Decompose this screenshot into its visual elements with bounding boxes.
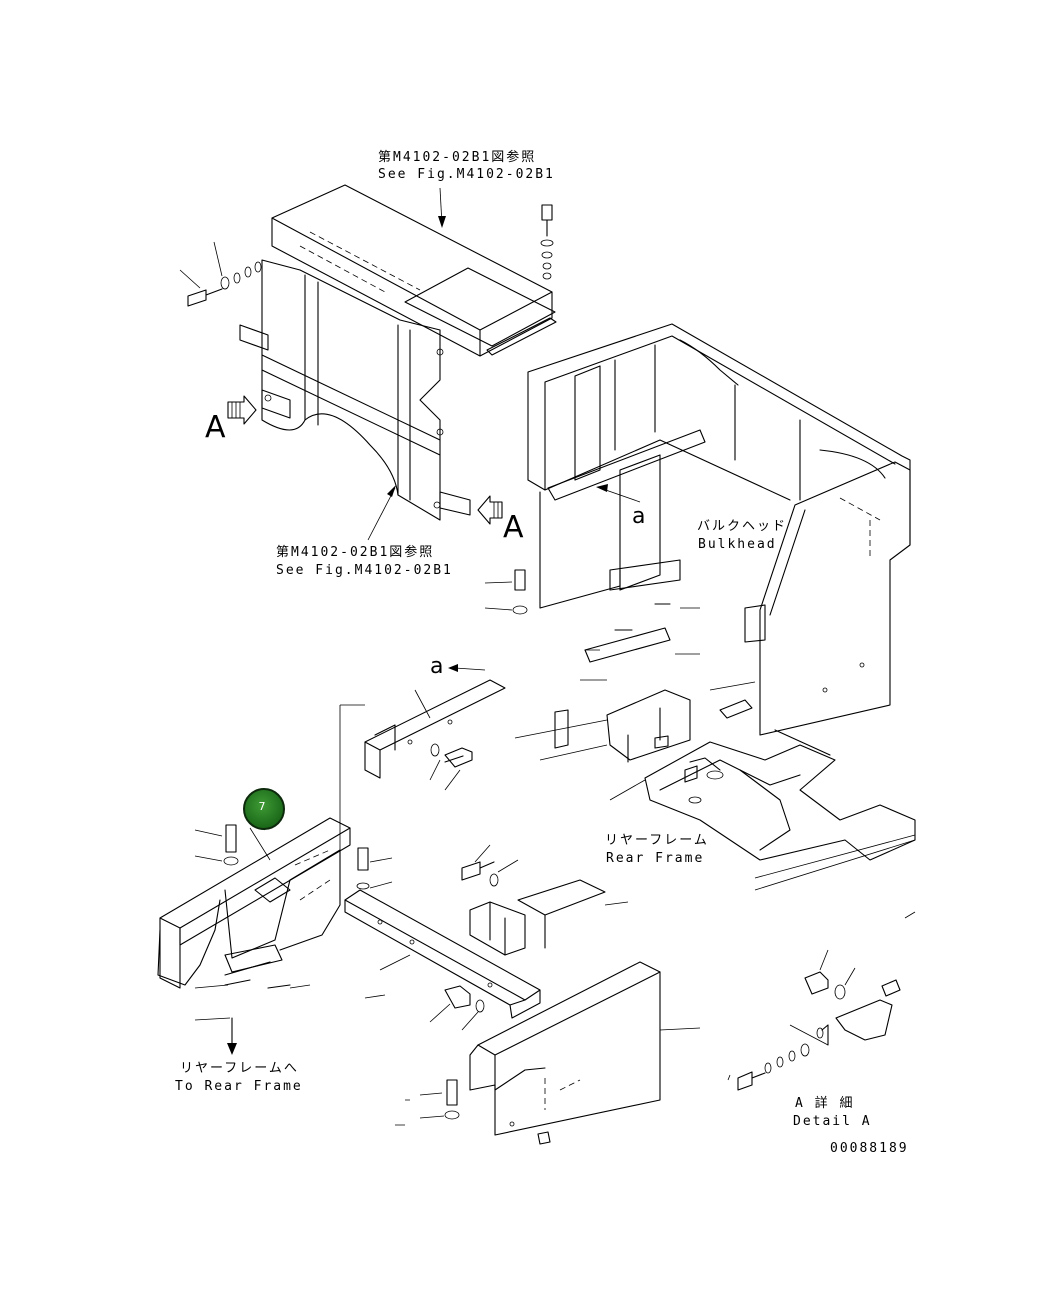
view-arrow-label-a-right: A bbox=[503, 510, 524, 545]
view-arrow-label-a-left: A bbox=[205, 410, 226, 445]
bulkhead-assembly bbox=[484, 323, 911, 736]
front-frame-item-7 bbox=[157, 807, 351, 1055]
rear-frame-label-jp: リヤーフレーム bbox=[605, 833, 709, 848]
lower-crossmember bbox=[344, 844, 629, 1031]
detail-a-label-jp: A 詳 細 bbox=[795, 1096, 855, 1111]
to-rear-frame-label-en: To Rear Frame bbox=[175, 1079, 303, 1094]
detail-a-parts bbox=[727, 949, 901, 1091]
section-label-a-bulkhead: a bbox=[632, 504, 646, 529]
bulkhead-label-jp: バルクヘッド bbox=[697, 519, 788, 534]
detail-a-label-en: Detail A bbox=[793, 1114, 872, 1129]
reference-note-mid-jp: 第M4102-02B1図参照 bbox=[276, 545, 435, 560]
drawing-number: 00088189 bbox=[830, 1141, 909, 1156]
upper-cab-floor-assembly bbox=[179, 184, 557, 541]
section-label-a-bracket: a bbox=[430, 654, 444, 679]
part-callout-7[interactable]: 7 bbox=[243, 788, 285, 830]
lower-cover-panel bbox=[395, 961, 701, 1145]
reference-note-mid-en: See Fig.M4102-02B1 bbox=[276, 563, 453, 578]
to-rear-frame-label-jp: リヤーフレームへ bbox=[180, 1061, 299, 1076]
rear-frame bbox=[609, 729, 916, 919]
reference-note-top-en: See Fig.M4102-02B1 bbox=[378, 167, 555, 182]
reference-note-top-jp: 第M4102-02B1図参照 bbox=[378, 150, 537, 165]
rear-frame-label-en: Rear Frame bbox=[606, 851, 705, 866]
bulkhead-label-en: Bulkhead bbox=[698, 537, 777, 552]
